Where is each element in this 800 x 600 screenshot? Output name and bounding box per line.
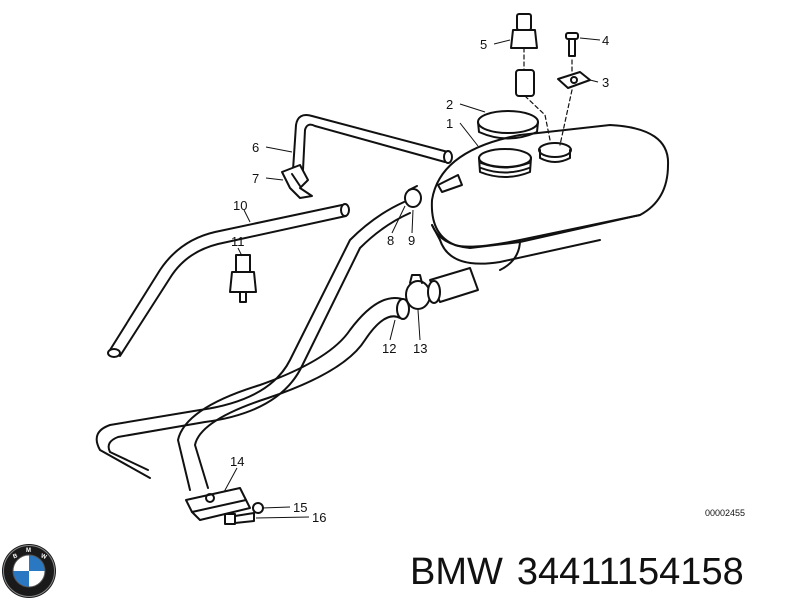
callout-16: 16 — [312, 510, 326, 525]
callout-4: 4 — [602, 33, 609, 48]
callout-1: 1 — [446, 116, 453, 131]
filler-neck — [478, 148, 532, 178]
callout-3: 3 — [602, 75, 609, 90]
tank-outlet — [427, 267, 479, 304]
callout-14: 14 — [230, 454, 244, 469]
brand-name: BMW — [410, 551, 503, 593]
hose-clamp-small — [404, 185, 422, 208]
vent-hose — [292, 114, 453, 171]
connection-nipple — [437, 174, 463, 193]
sensor-grommet — [538, 142, 572, 163]
callout-8: 8 — [387, 233, 394, 248]
reference-code: 00002455 — [705, 508, 745, 518]
washer — [252, 502, 264, 514]
callout-13: 13 — [413, 341, 427, 356]
callout-9: 9 — [408, 233, 415, 248]
lower-hose — [177, 297, 410, 491]
hose-bracket — [281, 164, 313, 199]
callout-2: 2 — [446, 97, 453, 112]
svg-text:M: M — [26, 548, 31, 554]
part-number-caption: BMW 34411154158 — [410, 544, 758, 600]
callout-5: 5 — [480, 37, 487, 52]
callout-7: 7 — [252, 171, 259, 186]
tank-cap — [477, 110, 539, 140]
bmw-logo: B M W — [2, 544, 56, 598]
callout-15: 15 — [293, 500, 307, 515]
overflow-hose — [107, 203, 350, 358]
level-sensor — [510, 13, 551, 141]
screw — [565, 32, 579, 57]
svg-text:B: B — [12, 553, 19, 560]
callout-10: 10 — [233, 198, 247, 213]
leader-lines — [223, 37, 601, 519]
nut-plate — [557, 71, 591, 89]
hose-clamp-large — [405, 274, 431, 310]
callout-11: 11 — [231, 234, 245, 249]
bolt — [224, 512, 255, 525]
return-hose — [95, 201, 411, 479]
svg-text:W: W — [40, 553, 48, 561]
hose-clip — [229, 254, 257, 303]
callout-6: 6 — [252, 140, 259, 155]
part-number: 34411154158 — [516, 551, 744, 593]
callout-12: 12 — [382, 341, 396, 356]
